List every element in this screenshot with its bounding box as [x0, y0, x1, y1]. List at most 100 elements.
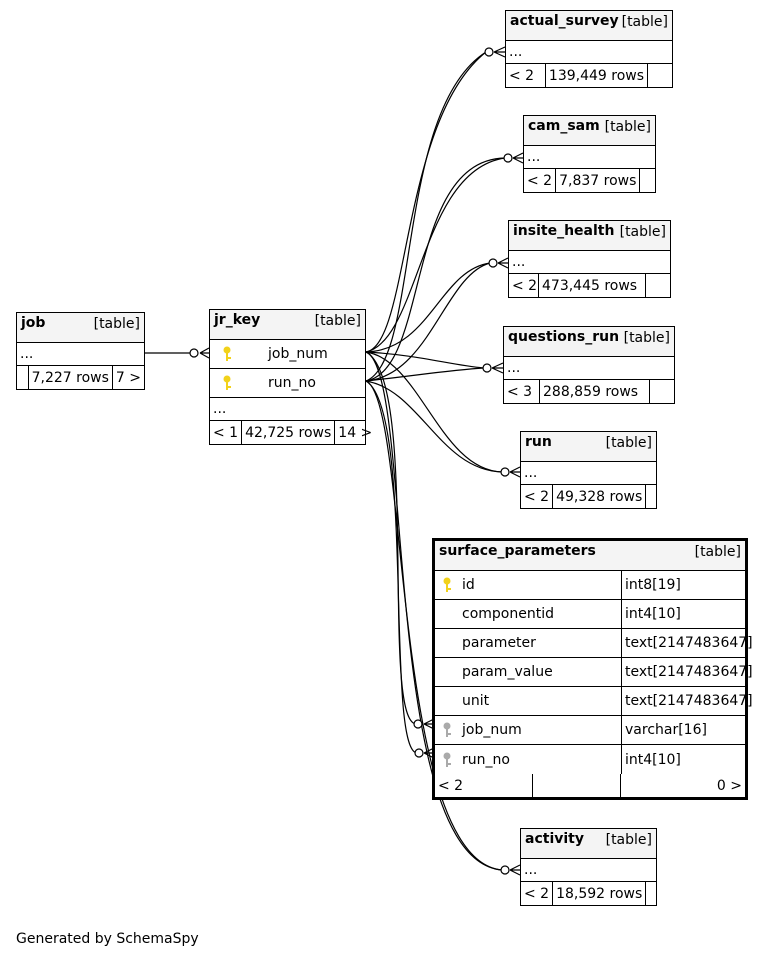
column-name: id — [462, 577, 475, 593]
table-name[interactable]: insite_health — [513, 223, 615, 239]
column-row: run_no int4[10] — [435, 745, 745, 774]
column-name: param_value — [462, 664, 553, 680]
column-name-cell: param_value — [435, 658, 621, 686]
column-type: int4[10] — [621, 600, 745, 628]
edge-jr_key-insite_health-2 — [365, 262, 491, 382]
primary-key-icon — [223, 375, 231, 390]
children-count[interactable]: 0 > — [716, 777, 742, 794]
edge-jr_key-questions_run-2 — [365, 367, 485, 382]
row-count: 139,449 rows — [546, 64, 649, 87]
edge-jr_key-cam_sam — [365, 157, 506, 353]
row-count: 42,725 rows — [242, 421, 336, 444]
parents-count[interactable]: < 2 — [524, 169, 557, 192]
row-count — [533, 774, 621, 797]
parents-count[interactable] — [17, 366, 29, 389]
column-row: param_value text[2147483647] — [435, 658, 753, 687]
column-name: componentid — [462, 606, 554, 622]
parents-count[interactable]: < 2 — [509, 274, 539, 297]
column-name-cell: id — [435, 571, 621, 599]
edge-jr_key-questions_run — [365, 351, 485, 369]
table-name[interactable]: run — [525, 434, 552, 450]
table-type: [table] — [314, 313, 361, 329]
generated-by-credit[interactable]: Generated by SchemaSpy — [16, 931, 199, 947]
column-type: varchar[16] — [621, 716, 745, 744]
table-name[interactable]: surface_parameters — [439, 543, 596, 559]
edge-jr_key-insite_health — [365, 262, 491, 353]
children-count[interactable]: 14 > — [338, 424, 373, 441]
table-type: [table] — [623, 330, 670, 346]
columns-collapsed: ... — [509, 251, 670, 274]
children-count[interactable] — [646, 274, 670, 297]
columns-collapsed: ... — [521, 462, 656, 485]
parents-count[interactable]: < 2 — [521, 882, 554, 905]
primary-key-icon — [223, 346, 231, 361]
edge-jr_key-run-2 — [365, 380, 503, 473]
children-count[interactable] — [648, 64, 672, 87]
row-count: 7,227 rows — [29, 366, 113, 389]
foreign-key-icon — [443, 722, 451, 737]
column-type: text[2147483647] — [621, 687, 753, 715]
column-type: int8[19] — [621, 571, 745, 599]
column-row: id int8[19] — [435, 571, 745, 600]
table-type: [table] — [605, 435, 652, 451]
table-name[interactable]: activity — [525, 831, 584, 847]
table-name[interactable]: questions_run — [508, 329, 620, 345]
children-count[interactable] — [650, 380, 674, 403]
columns-collapsed: ... — [521, 859, 656, 882]
parents-count[interactable]: < 2 — [435, 774, 533, 797]
table-type: [table] — [694, 544, 741, 560]
parents-count[interactable]: < 2 — [506, 64, 546, 87]
column-name-cell: parameter — [435, 629, 621, 657]
table-name[interactable]: actual_survey — [510, 13, 619, 29]
row-count: 49,328 rows — [553, 485, 647, 508]
table-name[interactable]: cam_sam — [528, 118, 600, 134]
parents-count[interactable]: < 1 — [210, 421, 243, 444]
table-type: [table] — [621, 14, 668, 30]
children-count[interactable] — [640, 169, 655, 192]
table-type: [table] — [619, 224, 666, 240]
children-count[interactable]: 7 > — [115, 369, 141, 386]
column-row: componentid int4[10] — [435, 600, 745, 629]
foreign-key-icon — [443, 752, 451, 767]
column-name: job_num — [268, 346, 328, 362]
table-name[interactable]: jr_key — [214, 312, 261, 328]
column-name: run_no — [462, 751, 510, 768]
columns-collapsed: ... — [506, 41, 672, 64]
parents-count[interactable]: < 3 — [504, 380, 540, 403]
column-name-cell: job_num — [435, 716, 621, 744]
columns-collapsed: ... — [504, 357, 674, 380]
row-count: 288,859 rows — [540, 380, 650, 403]
children-count[interactable] — [646, 485, 656, 508]
column-name-cell: componentid — [435, 600, 621, 628]
column-type: int4[10] — [621, 745, 745, 774]
row-count: 18,592 rows — [553, 882, 647, 905]
edge-jr_key-actual_survey-2 — [365, 51, 487, 382]
children-count[interactable] — [646, 882, 656, 905]
column-name-cell: unit — [435, 687, 621, 715]
column-row: run_no — [210, 369, 365, 398]
column-row: job_num — [210, 340, 365, 369]
table-type: [table] — [93, 316, 140, 332]
row-count: 473,445 rows — [539, 274, 646, 297]
column-name: unit — [462, 693, 490, 709]
column-type: text[2147483647] — [621, 629, 753, 657]
table-type: [table] — [604, 119, 651, 135]
column-name: job_num — [462, 722, 522, 738]
parents-count[interactable]: < 2 — [521, 485, 554, 508]
table-name[interactable]: job — [21, 315, 46, 331]
columns-collapsed: ... — [210, 398, 365, 421]
row-count: 7,837 rows — [556, 169, 641, 192]
edge-jr_key-surface_parameters-job_num — [365, 351, 417, 725]
column-type: text[2147483647] — [621, 658, 753, 686]
columns-collapsed: ... — [524, 146, 655, 169]
